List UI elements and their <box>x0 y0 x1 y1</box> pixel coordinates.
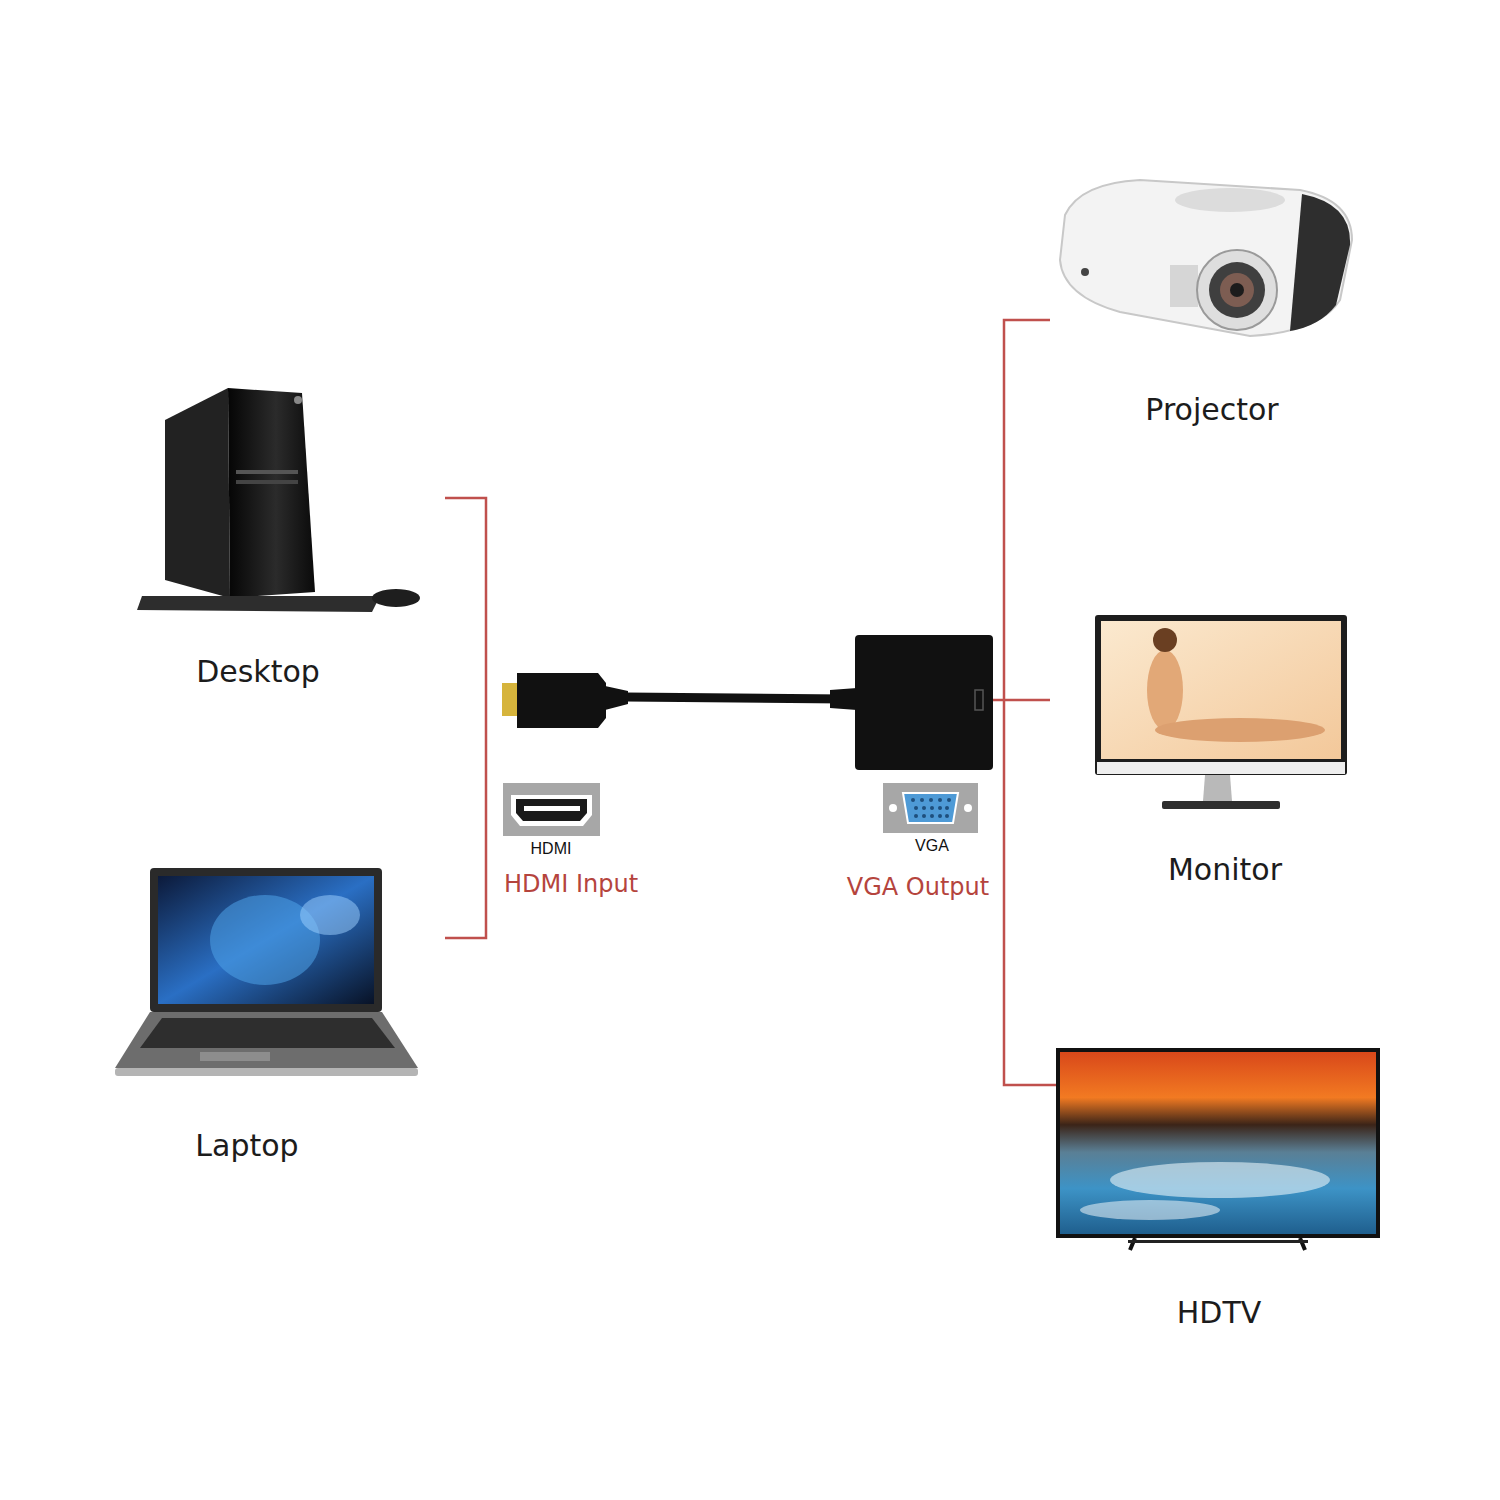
adapter-illustration-part <box>855 635 993 770</box>
projector-illustration-part <box>1175 188 1285 212</box>
vga-port-icon-part-part <box>922 806 926 810</box>
vga-port-icon-part-part <box>930 806 934 810</box>
projector-node: Projector <box>1070 378 1355 448</box>
laptop-illustration <box>115 868 418 1076</box>
adapter-illustration-part <box>502 683 518 716</box>
desktop-illustration-part <box>236 470 298 474</box>
projector-illustration-part <box>1209 262 1265 318</box>
monitor-illustration-part <box>1097 762 1345 774</box>
vga-port-icon-part-part <box>947 798 951 802</box>
vga-output-node: VGAVGA Output <box>840 775 1000 900</box>
laptop-illustration-part <box>200 1052 270 1061</box>
hdmi-port-icon <box>503 783 600 836</box>
vga-port-icon-part-part <box>938 798 942 802</box>
bracket-lines <box>445 320 1056 1085</box>
projector-illustration-part <box>1230 283 1244 297</box>
vga-port-icon <box>883 783 978 833</box>
vga-port-icon-part-part <box>914 806 918 810</box>
vga-port-icon-part-part <box>930 814 934 818</box>
vga-port-icon-part <box>964 804 972 812</box>
projector-illustration-part <box>1170 265 1198 307</box>
node-label: VGA <box>782 836 1082 855</box>
laptop-illustration-part <box>140 1018 395 1048</box>
monitor-illustration-part <box>1147 650 1183 730</box>
monitor-illustration-part <box>1153 628 1177 652</box>
vga-port-icon-part <box>911 798 951 818</box>
vga-port-icon-part <box>889 804 897 812</box>
desktop-illustration <box>137 388 420 612</box>
vga-port-icon-part-part <box>922 814 926 818</box>
laptop-illustration-part <box>158 876 374 1004</box>
vga-port-icon-part-part <box>920 798 924 802</box>
hdtv-illustration <box>1056 1048 1380 1250</box>
monitor-illustration-part <box>1155 718 1325 742</box>
hdmi-port-icon-part <box>516 799 587 821</box>
vga-port-icon-part <box>903 793 958 823</box>
monitor-illustration <box>1095 615 1347 809</box>
hdtv-illustration-part <box>1080 1200 1220 1220</box>
laptop-illustration-part <box>115 1012 418 1068</box>
projector-illustration-part <box>1290 194 1350 331</box>
monitor-illustration-part <box>1095 615 1347 775</box>
monitor-illustration-part <box>1162 801 1280 809</box>
laptop-illustration-part <box>115 1068 418 1076</box>
monitor-node: Monitor <box>1085 838 1365 908</box>
hdmi-port-icon-part <box>511 795 592 826</box>
adapter-illustration <box>502 635 993 770</box>
desktop-node: Desktop <box>120 640 400 710</box>
projector-illustration-part <box>1081 268 1089 276</box>
desktop-illustration-part <box>165 388 230 598</box>
desktop-illustration-part <box>372 589 420 607</box>
monitor-illustration-part <box>1101 621 1341 759</box>
adapter-illustration-part <box>517 673 606 728</box>
adapter-illustration-part <box>975 690 983 710</box>
bracket-lines-part <box>445 498 486 938</box>
node-sublabel: VGA Output <box>768 873 1068 902</box>
hdtv-illustration-part <box>1130 1238 1305 1250</box>
bracket-lines-part <box>1004 320 1056 1085</box>
laptop-node: Laptop <box>110 1112 390 1182</box>
adapter-illustration-part <box>605 686 628 710</box>
hdmi-input-node: HDMIHDMI Input <box>495 775 655 900</box>
hdtv-illustration-part <box>1060 1052 1376 1234</box>
desktop-illustration-part <box>294 396 302 404</box>
node-label: Laptop <box>97 1128 397 1164</box>
projector-illustration-part <box>1060 180 1352 336</box>
hdtv-node: HDTV <box>1080 1280 1360 1350</box>
adapter-illustration-part <box>830 688 857 710</box>
node-label: Projector <box>1062 392 1362 428</box>
hdmi-port-icon-part <box>503 783 600 836</box>
bracket-lines-part <box>993 699 1050 702</box>
laptop-illustration-part <box>300 895 360 935</box>
laptop-illustration-part <box>150 868 382 1012</box>
vga-port-icon-part-part <box>911 798 915 802</box>
node-sublabel: HDMI Input <box>421 870 721 899</box>
desktop-illustration-part <box>236 480 298 484</box>
node-label: HDMI <box>401 839 701 858</box>
vga-port-icon-part-part <box>938 814 942 818</box>
hdtv-illustration-part <box>1110 1162 1330 1198</box>
adapter-illustration-part <box>626 697 845 699</box>
vga-port-icon-part-part <box>945 814 949 818</box>
node-label: Monitor <box>1075 852 1375 888</box>
desktop-illustration-part <box>137 596 380 612</box>
vga-port-icon-part-part <box>929 798 933 802</box>
node-label: HDTV <box>1069 1295 1369 1331</box>
monitor-illustration-part <box>1203 775 1232 801</box>
hdtv-illustration-part <box>1056 1048 1380 1238</box>
desktop-illustration-part <box>228 388 315 598</box>
vga-port-icon-part-part <box>938 806 942 810</box>
hdtv-illustration-part <box>1128 1240 1308 1243</box>
hdmi-port-icon-part <box>524 806 580 811</box>
node-label: Desktop <box>108 654 408 690</box>
projector-illustration <box>1060 180 1352 336</box>
projector-illustration-part <box>1197 250 1277 330</box>
vga-port-icon-part-part <box>945 806 949 810</box>
vga-port-icon-part-part <box>914 814 918 818</box>
vga-port-icon-part <box>883 783 978 833</box>
projector-illustration-part <box>1220 273 1254 307</box>
